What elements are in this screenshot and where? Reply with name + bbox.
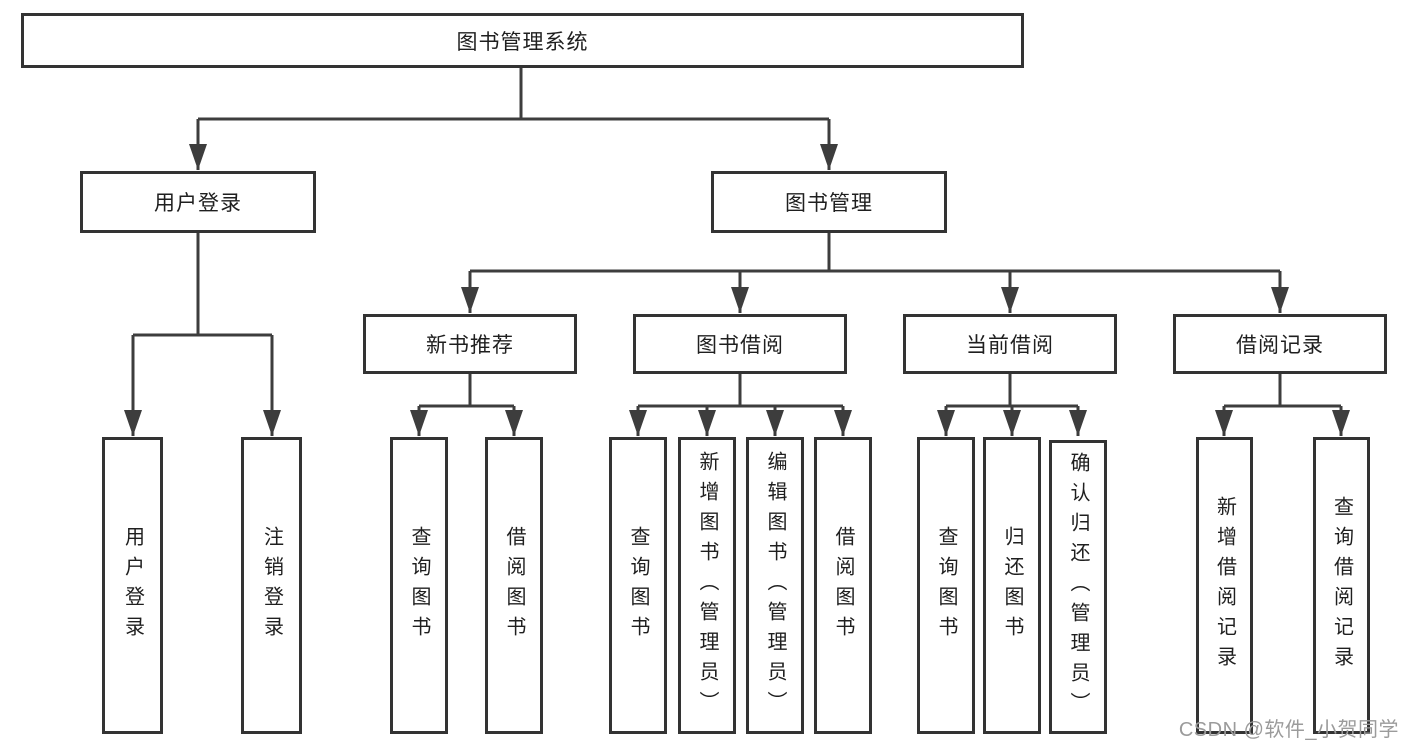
- node-book-borrow-label: 图书借阅: [696, 334, 784, 357]
- leaf-user-login: 用户登录: [102, 437, 163, 734]
- leaf-label: 新增图书（管理员）: [696, 450, 718, 721]
- leaf-label: 查询借阅记录: [1330, 495, 1353, 676]
- leaf-label: 新增借阅记录: [1213, 495, 1236, 676]
- node-root-label: 图书管理系统: [456, 30, 589, 54]
- leaf-label: 归还图书: [1001, 525, 1023, 646]
- leaf-return-book: 归还图书: [983, 437, 1041, 734]
- leaf-add-book-admin: 新增图书（管理员）: [678, 437, 736, 734]
- leaf-label: 借阅图书: [503, 525, 525, 646]
- leaf-label: 注销登录: [260, 525, 283, 646]
- leaf-query-book-1: 查询图书: [390, 437, 448, 734]
- node-book-management: 图书管理: [711, 171, 947, 233]
- leaf-query-borrow-record: 查询借阅记录: [1313, 437, 1370, 734]
- leaf-label: 查询图书: [627, 525, 649, 646]
- node-user-login: 用户登录: [80, 171, 316, 233]
- node-current-borrow-label: 当前借阅: [966, 334, 1054, 357]
- watermark: CSDN @软件_小贺同学: [1178, 719, 1399, 741]
- leaf-label: 查询图书: [935, 525, 957, 646]
- node-new-book-recommend-label: 新书推荐: [426, 334, 514, 357]
- node-book-management-label: 图书管理: [785, 192, 873, 215]
- leaf-borrow-book-2: 借阅图书: [814, 437, 872, 734]
- leaf-label: 查询图书: [408, 525, 430, 646]
- leaf-label: 编辑图书（管理员）: [764, 450, 786, 721]
- node-book-borrow: 图书借阅: [633, 314, 847, 374]
- leaf-add-borrow-record: 新增借阅记录: [1196, 437, 1253, 734]
- node-root: 图书管理系统: [21, 13, 1024, 68]
- leaf-label: 用户登录: [121, 525, 144, 646]
- node-new-book-recommend: 新书推荐: [363, 314, 577, 374]
- leaf-label: 确认归还（管理员）: [1067, 452, 1089, 722]
- node-current-borrow: 当前借阅: [903, 314, 1117, 374]
- leaf-logout: 注销登录: [241, 437, 302, 734]
- leaf-edit-book-admin: 编辑图书（管理员）: [746, 437, 804, 734]
- leaf-borrow-book-1: 借阅图书: [485, 437, 543, 734]
- leaf-query-book-3: 查询图书: [917, 437, 975, 734]
- leaf-query-book-2: 查询图书: [609, 437, 667, 734]
- leaf-confirm-return-admin: 确认归还（管理员）: [1049, 440, 1107, 734]
- node-borrow-record-label: 借阅记录: [1236, 334, 1324, 357]
- leaf-label: 借阅图书: [832, 525, 854, 646]
- node-user-login-label: 用户登录: [154, 192, 242, 215]
- node-borrow-record: 借阅记录: [1173, 314, 1387, 374]
